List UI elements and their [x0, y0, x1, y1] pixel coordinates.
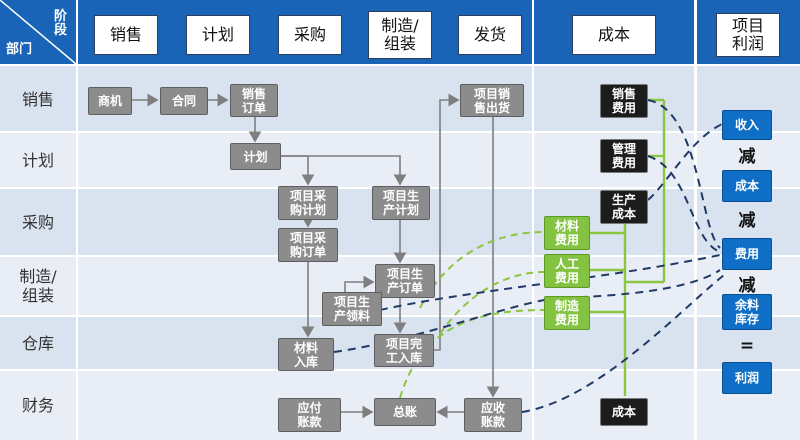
profit-cost: 成本	[722, 170, 772, 202]
stage-shipping: 发货	[458, 15, 522, 55]
profit-equals: =	[739, 336, 755, 356]
lane-label-purchase: 采购	[21, 212, 54, 232]
cost-manufacturing: 制造 费用	[544, 296, 590, 330]
cost-labor: 人工 费用	[544, 254, 590, 288]
lane-label-sales: 销售	[21, 89, 54, 109]
node-production-order: 项目生 产订单	[375, 264, 435, 298]
node-receivable: 应收 账款	[464, 398, 522, 432]
cost-total: 成本	[600, 398, 648, 426]
lane-label-warehouse: 仓库	[21, 333, 54, 353]
cost-sales-expense: 销售 费用	[600, 84, 648, 118]
node-sales-order: 销售 订单	[230, 84, 278, 117]
stage-purchase: 采购	[278, 15, 342, 55]
lane-label-manufacturing: 制造/ 组装	[19, 267, 57, 305]
column-divider	[694, 0, 697, 440]
node-production-plan: 项目生 产计划	[372, 186, 430, 220]
profit-minus-1: 减	[738, 146, 756, 167]
node-production-picking: 项目生 产领料	[322, 292, 382, 326]
profit-minus-2: 减	[738, 210, 756, 231]
lane-label-finance: 财务	[21, 395, 54, 415]
column-divider	[532, 0, 534, 440]
lane-sales	[0, 66, 800, 132]
node-payable: 应付 账款	[278, 398, 341, 432]
stage-cost: 成本	[572, 15, 656, 55]
cost-material: 材料 费用	[544, 216, 590, 250]
node-sales-shipment: 项目销 售出货	[460, 84, 524, 117]
cost-production: 生产 成本	[600, 190, 648, 224]
header-corner: 阶段 部门	[0, 0, 76, 64]
node-ledger: 总账	[374, 398, 436, 426]
profit-minus-3: 减	[738, 275, 756, 296]
corner-stage-label: 阶段	[54, 9, 68, 38]
profit-income: 收入	[722, 110, 772, 140]
node-material-in: 材料 入库	[278, 338, 334, 371]
stage-profit: 项目 利润	[716, 13, 780, 57]
node-plan: 计划	[230, 143, 281, 170]
stage-manufacturing: 制造/ 组装	[368, 11, 432, 59]
lane-divider	[0, 131, 800, 133]
node-finished-in: 项目完 工入库	[374, 334, 434, 367]
lane-label-plan: 计划	[21, 150, 54, 170]
cost-admin-expense: 管理 费用	[600, 139, 648, 173]
column-divider	[76, 0, 78, 440]
profit-expense: 费用	[722, 238, 772, 270]
node-contract: 合同	[160, 87, 208, 115]
profit-inventory: 余料 库存	[722, 294, 772, 330]
node-purchase-order: 项目采 购订单	[278, 228, 338, 262]
lane-divider	[0, 369, 800, 371]
stage-plan: 计划	[186, 15, 250, 55]
node-purchase-plan: 项目采 购计划	[278, 186, 338, 220]
profit-result: 利润	[722, 362, 772, 394]
stage-sales: 销售	[94, 15, 158, 55]
corner-dept-label: 部门	[6, 42, 33, 57]
node-opportunity: 商机	[88, 87, 132, 115]
